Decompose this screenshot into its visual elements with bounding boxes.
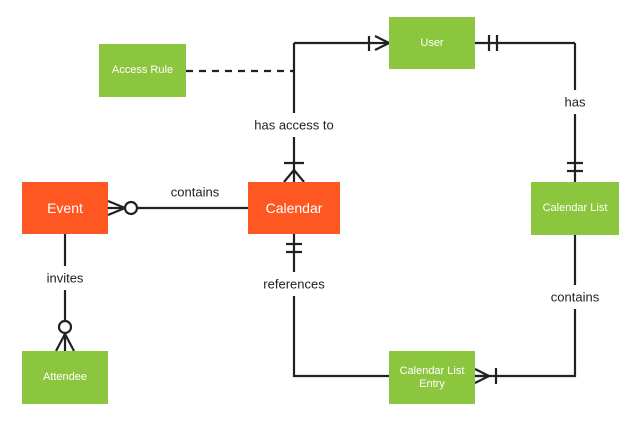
edge-calendarlist-contains-lower [475,309,577,378]
entity-event-label: Event [47,199,83,216]
edge-label-invites: invites [43,270,87,286]
zero-circle-attendee-invites [57,319,73,335]
entity-user-label: User [420,36,444,49]
entity-access-rule-label: Access Rule [111,64,174,77]
zero-circle-event-contains [123,200,139,216]
edge-label-has-access-to: has access to [251,117,337,133]
crowsfoot-cle-contains-bottom [474,375,490,384]
entity-calendar-list-entry[interactable]: Calendar List Entry [389,351,475,404]
crowsfoot-attendee-left [55,333,66,352]
entity-calendar[interactable]: Calendar [248,182,340,234]
crowsfoot-calendar-access-left [283,169,295,183]
edge-label-references: references [260,276,328,292]
entity-calendar-list-label: Calendar List [542,202,608,215]
edge-label-has: has [561,94,589,110]
crowsfoot-attendee-right [64,333,75,352]
crowsfoot-calendar-access-right [293,169,305,183]
edge-label-contains-list-entry: contains [547,289,603,305]
edge-label-contains-event-calendar: contains [167,184,223,200]
crowsfoot-event-contains-top [107,199,126,210]
entity-event[interactable]: Event [22,182,108,234]
entity-calendar-list-entry-label: Calendar List Entry [399,364,465,390]
crowsfoot-user-access-top [374,35,390,44]
crowsfoot-cle-contains-top [474,368,490,377]
entity-calendar-label: Calendar [265,199,323,216]
entity-calendar-list[interactable]: Calendar List [531,182,619,235]
entity-attendee-label: Attendee [42,371,88,384]
crowsfoot-user-access-bottom [374,42,390,51]
entity-access-rule[interactable]: Access Rule [99,44,186,97]
entity-user[interactable]: User [389,17,475,69]
entity-attendee[interactable]: Attendee [22,351,108,404]
crowsfoot-event-contains-bottom [107,206,126,217]
edge-calendar-references-lower [292,296,389,378]
